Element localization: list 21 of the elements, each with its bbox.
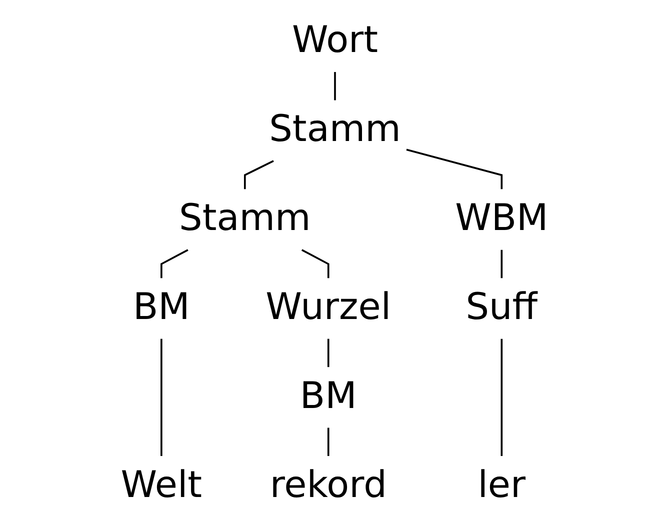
connector bbox=[327, 338, 330, 368]
node-text: Suff bbox=[466, 286, 538, 329]
node-text: BM bbox=[132, 286, 190, 329]
node-text: rekord bbox=[270, 464, 387, 507]
connector bbox=[244, 160, 274, 190]
connector bbox=[406, 148, 503, 190]
connector bbox=[301, 249, 330, 278]
node-text: Stamm bbox=[269, 108, 401, 152]
connector bbox=[334, 72, 336, 100]
connector bbox=[327, 428, 330, 456]
connector bbox=[160, 249, 188, 278]
connector bbox=[500, 250, 503, 278]
node-text: Welt bbox=[120, 464, 202, 507]
node-text: BM bbox=[300, 376, 357, 418]
node-text: ler bbox=[478, 464, 526, 507]
connector bbox=[160, 338, 162, 456]
node-text: Stamm bbox=[179, 198, 311, 240]
node-text: Wort bbox=[292, 20, 378, 62]
node-text: Wurzel bbox=[266, 286, 392, 329]
node-text: WBM bbox=[455, 198, 548, 240]
connector bbox=[500, 338, 503, 456]
